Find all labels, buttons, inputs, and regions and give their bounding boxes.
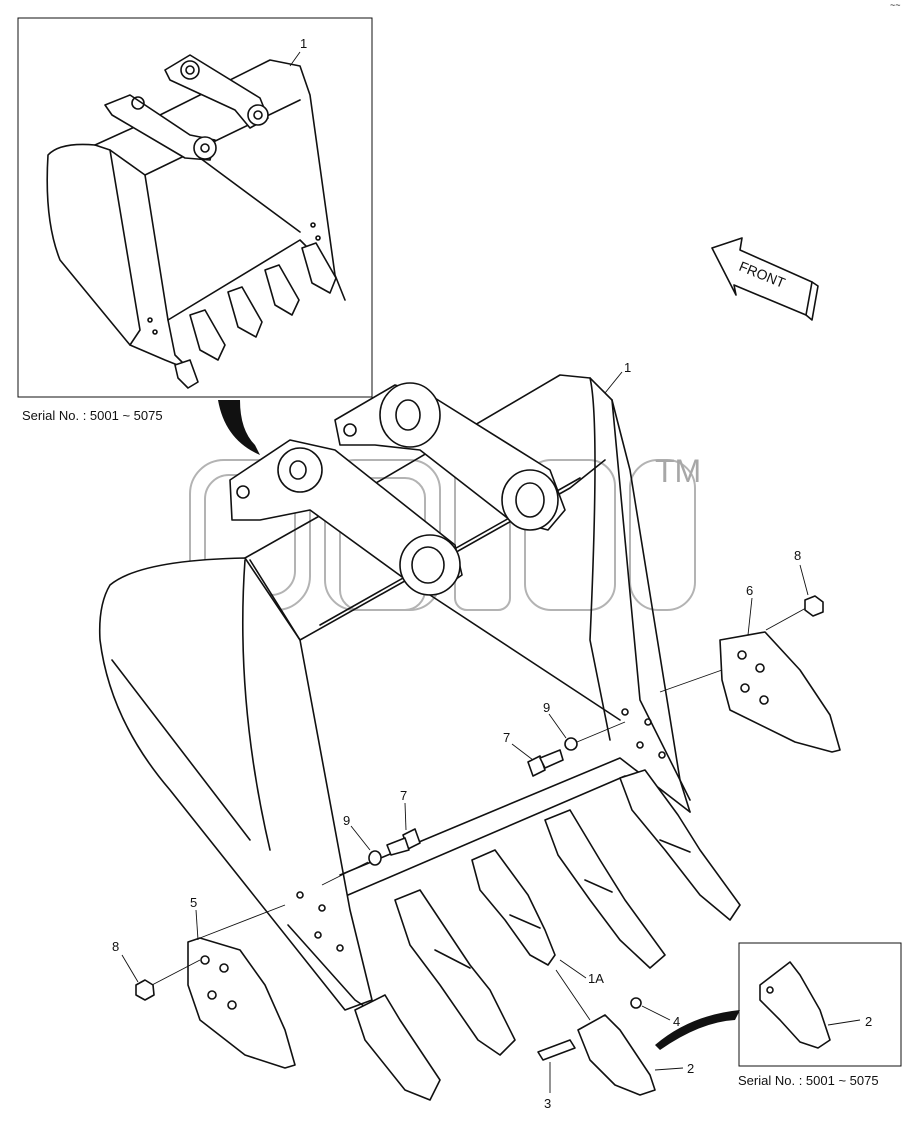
inset-bottom: 2 Serial No. : 5001 ~ 5075	[738, 942, 902, 1088]
bucket-teeth	[354, 769, 741, 1101]
callout-9-lower: 9	[343, 813, 350, 828]
callout-9-upper: 9	[543, 700, 550, 715]
nut-right	[804, 595, 824, 617]
callout-5: 5	[190, 895, 197, 910]
callout-8-left: 8	[112, 939, 119, 954]
callout-3: 3	[544, 1096, 551, 1111]
inset-top-bucket	[46, 54, 346, 389]
callout-2: 2	[687, 1061, 694, 1076]
callout-7-lower: 7	[400, 788, 407, 803]
side-cutter-right	[659, 607, 841, 753]
callout-1a: 1A	[588, 971, 604, 986]
main-bucket	[98, 374, 741, 1101]
inset-bottom-tooth	[759, 961, 831, 1049]
callout-6: 6	[746, 583, 753, 598]
callouts: 1 8 6 9 7 7 9 5 8 1A 4 2 3	[112, 360, 809, 1111]
callout-8-right: 8	[794, 548, 801, 563]
front-arrow: FRONT	[711, 237, 819, 321]
nut-left	[135, 979, 155, 1001]
inset-top-frame	[17, 17, 373, 398]
inset-bottom-frame	[738, 942, 902, 1067]
inset-top-caption: Serial No. : 5001 ~ 5075	[22, 408, 163, 423]
inset-bottom-pointer	[655, 1010, 740, 1050]
tooth-detail	[537, 969, 656, 1096]
corner-mark: ~~	[890, 0, 901, 10]
inset-top-callout-1: 1	[300, 36, 307, 51]
side-cutter-left	[151, 904, 296, 1069]
inset-bottom-caption: Serial No. : 5001 ~ 5075	[738, 1073, 879, 1088]
bolt-lower	[321, 828, 421, 886]
callout-4: 4	[673, 1014, 680, 1029]
inset-top-leader	[289, 51, 301, 67]
bolt-upper	[527, 721, 626, 777]
inset-top: 1 Serial No. : 5001 ~ 5075	[17, 17, 373, 423]
inset-bottom-callout-2: 2	[865, 1014, 872, 1029]
callout-7-upper: 7	[503, 730, 510, 745]
watermark-tm: TM	[655, 453, 701, 489]
callout-1: 1	[624, 360, 631, 375]
inset-top-pointer	[218, 400, 260, 455]
